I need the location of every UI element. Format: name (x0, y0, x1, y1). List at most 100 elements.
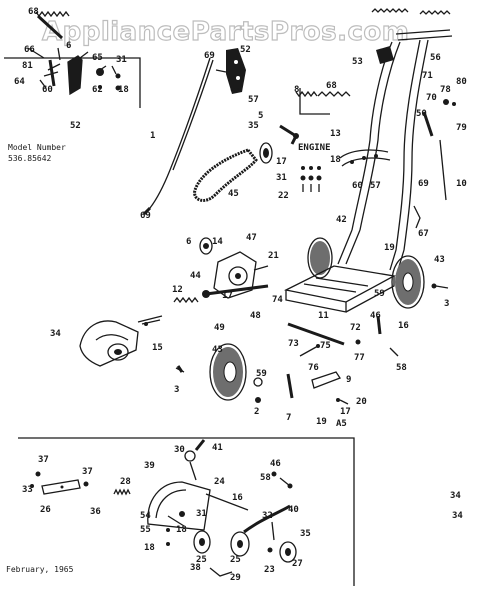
adjust-pivot (316, 344, 320, 348)
nut-part (301, 166, 305, 170)
lever-knob (443, 99, 449, 105)
washer-part (30, 484, 34, 488)
lever-part (376, 315, 382, 335)
guard-rib (95, 334, 129, 341)
guard-bolt (144, 322, 148, 326)
engine-label: ENGINE (298, 143, 331, 153)
model-caption-line2: 536.85642 (8, 154, 52, 163)
knob-part (96, 68, 104, 76)
part-callout: 60 (42, 85, 53, 95)
throttle-control (215, 48, 246, 94)
part-callout: 49 (214, 323, 225, 333)
inset-label: 34 (452, 511, 463, 521)
part-callout: 59 (374, 289, 385, 299)
bolt-part (339, 399, 349, 405)
deck-assembly (284, 237, 449, 346)
nut-part (267, 547, 273, 553)
part-callout: 36 (90, 507, 101, 517)
watermark-text: AppliancePartsPros.com (42, 17, 409, 47)
bolt-head (176, 365, 184, 373)
axle-bolt (271, 521, 275, 541)
bearing-part (202, 290, 210, 298)
part-callout: 55 (140, 525, 151, 535)
part-callout: 16 (232, 493, 243, 503)
part-callout: 6 (186, 237, 191, 247)
part-callout: 77 (354, 353, 365, 363)
support-arc (339, 149, 389, 159)
cable-part-outer (172, 59, 214, 171)
guard-hub (107, 343, 129, 361)
control-cable (142, 57, 214, 216)
front-wheel-tire (209, 343, 247, 401)
part-callout: 21 (268, 251, 279, 261)
part-callout: 31 (196, 509, 207, 519)
part-callout: 45 (228, 189, 239, 199)
part-callout: 25 (196, 555, 207, 565)
part-callout: 65 (92, 53, 103, 63)
axle-rod (287, 322, 345, 346)
lever-part (48, 59, 56, 87)
part-callout: 43 (434, 255, 445, 265)
handle-tube-right (395, 39, 421, 251)
handle-assembly (337, 8, 456, 271)
part-callout: 52 (240, 45, 251, 55)
part-callout: 29 (230, 573, 241, 583)
inset-blade-guard (18, 437, 355, 586)
nut-part (309, 166, 313, 170)
part-callout: 8 (294, 85, 299, 95)
bolt-part (279, 477, 291, 487)
part-callout: 22 (278, 191, 289, 201)
part-callout: 71 (422, 71, 433, 81)
part-callout: 2 (254, 407, 259, 417)
blade-guard (79, 320, 139, 367)
handle-tube-right-outer (403, 39, 429, 251)
part-callout: 66 (24, 45, 35, 55)
bolt-head (350, 160, 354, 164)
part-callout: 46 (370, 311, 381, 321)
washer-part (166, 528, 170, 532)
throttle-hole (236, 76, 240, 80)
part-callout: 12 (172, 285, 183, 295)
bracket-part (67, 55, 83, 96)
housing-shaft (253, 265, 269, 271)
spring-rod (36, 14, 64, 40)
nut-part (317, 166, 321, 170)
date-caption: February, 1965 (6, 565, 74, 574)
part-callout: 59 (256, 369, 267, 379)
part-callout: 18 (144, 543, 155, 553)
clip-part (39, 79, 47, 89)
bolt-part (435, 285, 449, 289)
part-callout: 18 (330, 155, 341, 165)
part-callout: 64 (14, 77, 25, 87)
part-callout: 6 (66, 41, 71, 51)
pin-part (98, 85, 102, 89)
model-caption-line1: Model Number (8, 143, 66, 152)
adjust-bar (286, 373, 294, 399)
nut-part (83, 481, 89, 487)
bolt-head (336, 398, 340, 402)
part-callout: 38 (190, 563, 201, 573)
housing-center (235, 273, 241, 279)
inset-border (4, 57, 141, 108)
part-callout: 74 (272, 295, 283, 305)
part-callout: 30 (174, 445, 185, 455)
part-callout: 23 (264, 565, 275, 575)
guard-bolt (179, 511, 185, 517)
clip-part (389, 347, 399, 357)
switch-box (376, 46, 394, 64)
washer-part (308, 175, 314, 181)
guide-wheel-hub (199, 538, 205, 546)
wheel-nut (255, 397, 261, 403)
part-callout: 79 (456, 123, 467, 133)
part-callout: 34 (450, 491, 461, 501)
part-callout: 67 (418, 229, 429, 239)
drive-belt (193, 148, 258, 202)
part-callout: 25 (230, 555, 241, 565)
washer-part (300, 175, 306, 181)
bolt-part (302, 184, 320, 192)
lever-bracket (422, 111, 434, 137)
nut-part (115, 85, 121, 91)
front-wheel (175, 343, 263, 403)
